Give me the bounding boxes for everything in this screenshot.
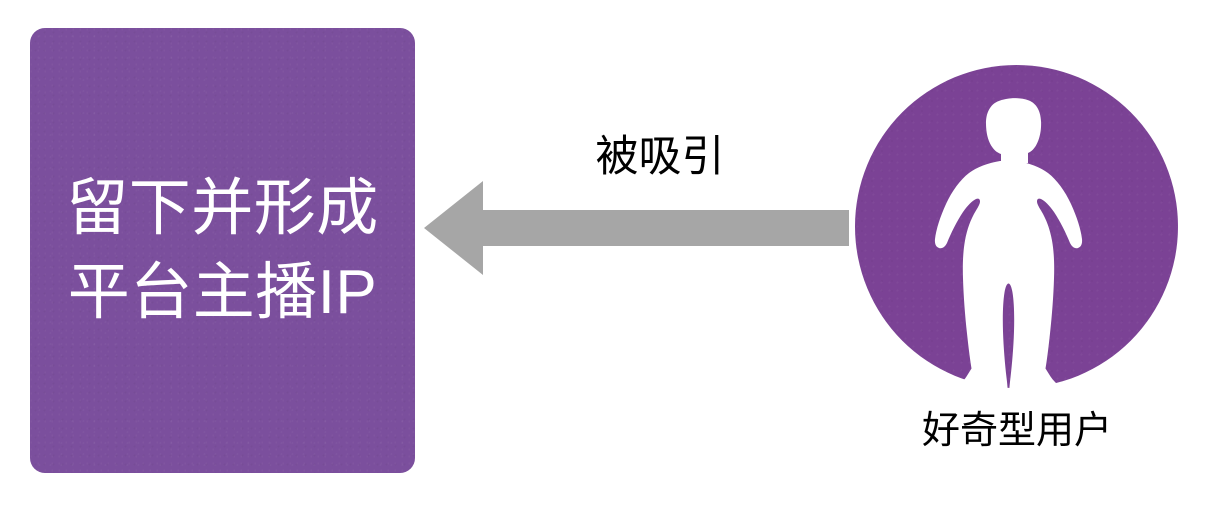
standing-person-icon (934, 98, 1083, 388)
outcome-box-line-1: 留下并形成 (66, 174, 379, 244)
persona-circle[interactable] (855, 65, 1178, 388)
person-body-shape (934, 161, 1083, 388)
persona-label: 好奇型用户 (921, 410, 1112, 452)
attraction-arrow (424, 181, 849, 275)
outcome-box[interactable]: 留下并形成 平台主播IP (30, 28, 415, 473)
arrow-label: 被吸引 (595, 133, 725, 181)
arrow-shape (424, 181, 849, 275)
outcome-box-line-2: 平台主播IP (67, 257, 378, 327)
person-head-shape (986, 98, 1042, 163)
